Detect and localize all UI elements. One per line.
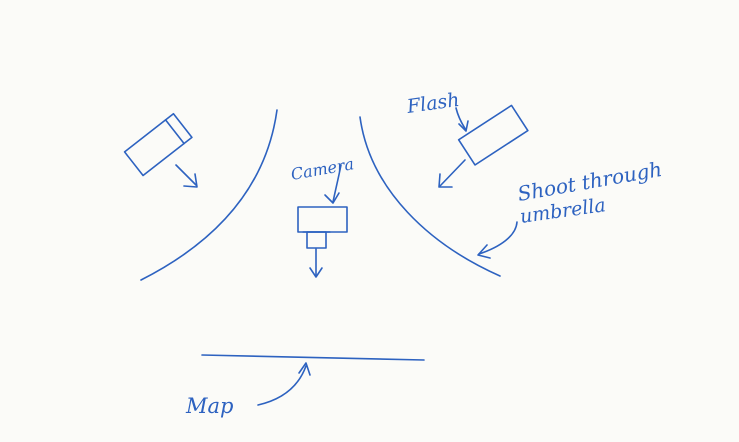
left-flash (123, 112, 193, 177)
umbrella-pointer-arrow (477, 221, 518, 259)
right-umbrella-arc (359, 116, 501, 277)
camera-icon (297, 206, 348, 249)
camera-pointer-arrow (324, 164, 342, 204)
map-pointer-arrow (257, 362, 311, 406)
right-flash-arrow-shaft (439, 159, 466, 187)
map-label: Map (185, 394, 233, 418)
umbrella-pointer-shaft (478, 221, 518, 255)
camera-direction-arrow (309, 248, 323, 278)
camera-pointer-shaft (332, 164, 342, 203)
left-flash-arrow (175, 164, 198, 188)
left-flash-head-line (164, 119, 185, 145)
map-pointer-shaft (257, 365, 307, 406)
left-flash-arrow-head-icon (183, 173, 198, 188)
right-flash-body (457, 104, 529, 166)
map-line (201, 354, 425, 361)
right-flash (457, 104, 529, 166)
left-umbrella-arc (140, 109, 278, 281)
flash-pointer-head-icon (458, 120, 469, 132)
camera-pointer-head-icon (324, 192, 340, 204)
left-flash-arrow-shaft (175, 164, 197, 186)
map-pointer-head-icon (298, 362, 311, 376)
flash-pointer-shaft (455, 107, 467, 131)
right-flash-arrow (438, 159, 466, 188)
left-flash-body (123, 112, 193, 177)
camera-direction-head-icon (309, 267, 323, 278)
umbrella-pointer-head-icon (477, 244, 491, 259)
flash-pointer-arrow (455, 107, 469, 132)
right-flash-arrow-head-icon (438, 173, 453, 188)
